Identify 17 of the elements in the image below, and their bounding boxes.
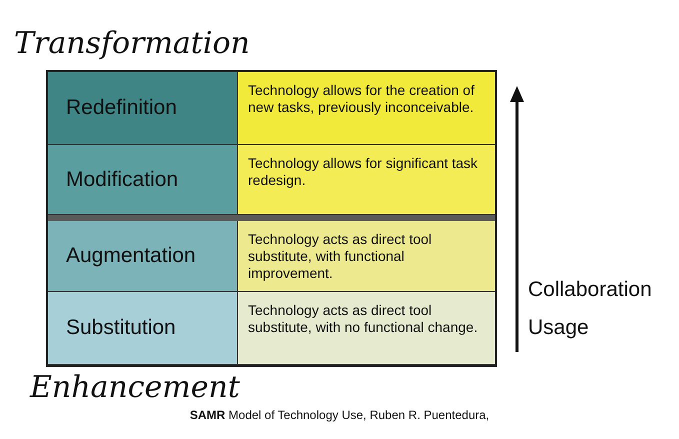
level-group-heading: Enhancement (30, 370, 240, 405)
model-level-row (48, 145, 495, 215)
axis-label: Collaboration (528, 278, 652, 302)
model-level-row (48, 221, 495, 292)
level-group-heading: Transformation (14, 26, 250, 61)
level-name: Modification (66, 168, 178, 192)
level-description: Technology allows for the creation of new tasks, previously inconceivable. (248, 82, 474, 115)
level-description: Technology acts as direct tool substitute, with functional improvement. (248, 231, 432, 281)
level-description: Technology allows for significant task redesign. (248, 155, 478, 188)
axis-label: Usage (528, 316, 589, 340)
level-description: Technology acts as direct tool substitute, with no functional change. (248, 302, 478, 335)
model-level-row (48, 72, 495, 145)
caption: SAMR Model of Technology Use, Ruben R. Puentedura, (188, 408, 490, 422)
level-name: Redefinition (66, 96, 177, 120)
level-name: Substitution (66, 316, 176, 340)
level-name: Augmentation (66, 244, 196, 268)
model-level-row (48, 292, 495, 365)
